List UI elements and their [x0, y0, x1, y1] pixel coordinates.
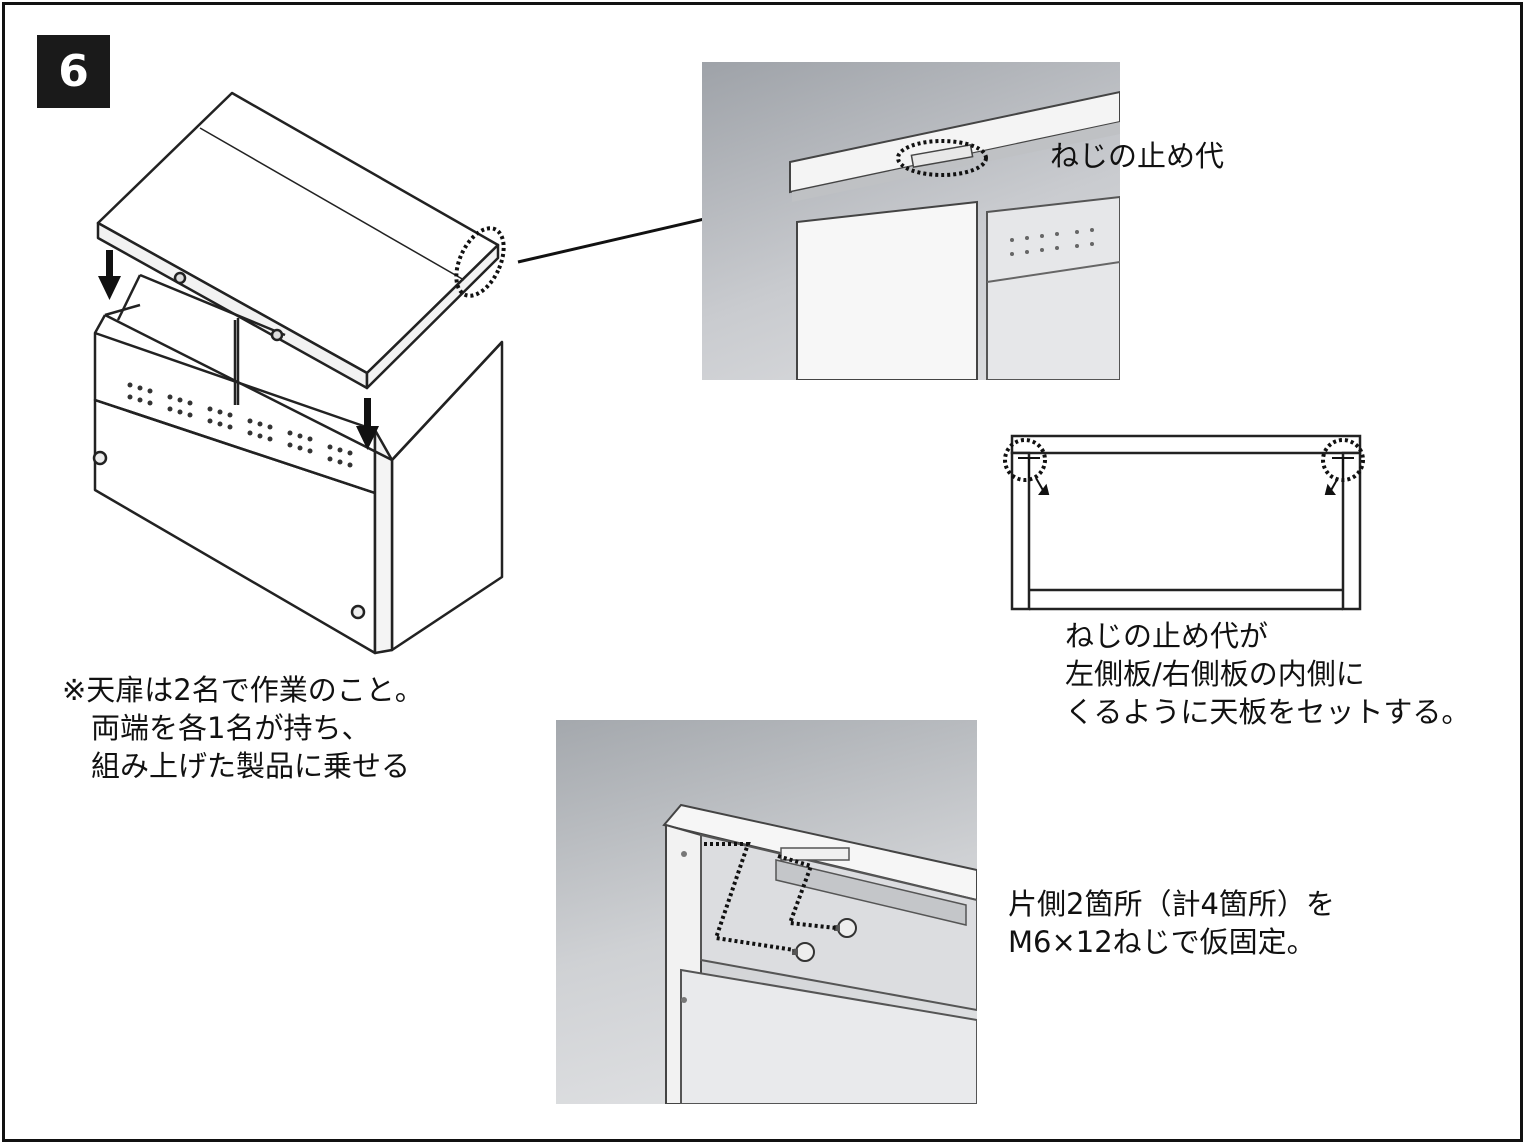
note-line-3: 組み上げた製品に乗せる: [62, 749, 411, 783]
down-arrow-icon: [356, 398, 379, 450]
screw-caption-line-1: 片側2箇所（計4箇所）を: [1008, 887, 1335, 921]
diagram-caption-line-2: 左側板/右側板の内側に: [1065, 657, 1365, 691]
screw-icon: [834, 918, 857, 938]
knob: [350, 604, 366, 620]
down-arrow-icon: [98, 250, 121, 300]
dotted-circle-highlight: [454, 226, 506, 298]
note-line-1: ※天扉は2名で作業のこと。: [62, 673, 424, 707]
screw-icon: [792, 942, 815, 962]
dotted-circle-highlight: [1003, 438, 1047, 482]
step-number-badge: 6: [37, 35, 110, 108]
dotted-circle-highlight: [1321, 438, 1365, 482]
diagram-caption-line-3: くるように天板をセットする。: [1065, 695, 1471, 729]
knob: [92, 450, 108, 466]
screw-caption-line-2: M6×12ねじで仮固定。: [1008, 925, 1316, 959]
note-line-2: 両端を各1名が持ち、: [62, 711, 371, 745]
zoom-photo-screw-margin: [702, 62, 1120, 380]
zoom-photo-screw-fixing: [556, 720, 977, 1104]
diagram-caption-line-1: ねじの止め代が: [1065, 619, 1269, 653]
callout-screw-margin: ねじの止め代: [1050, 139, 1225, 173]
